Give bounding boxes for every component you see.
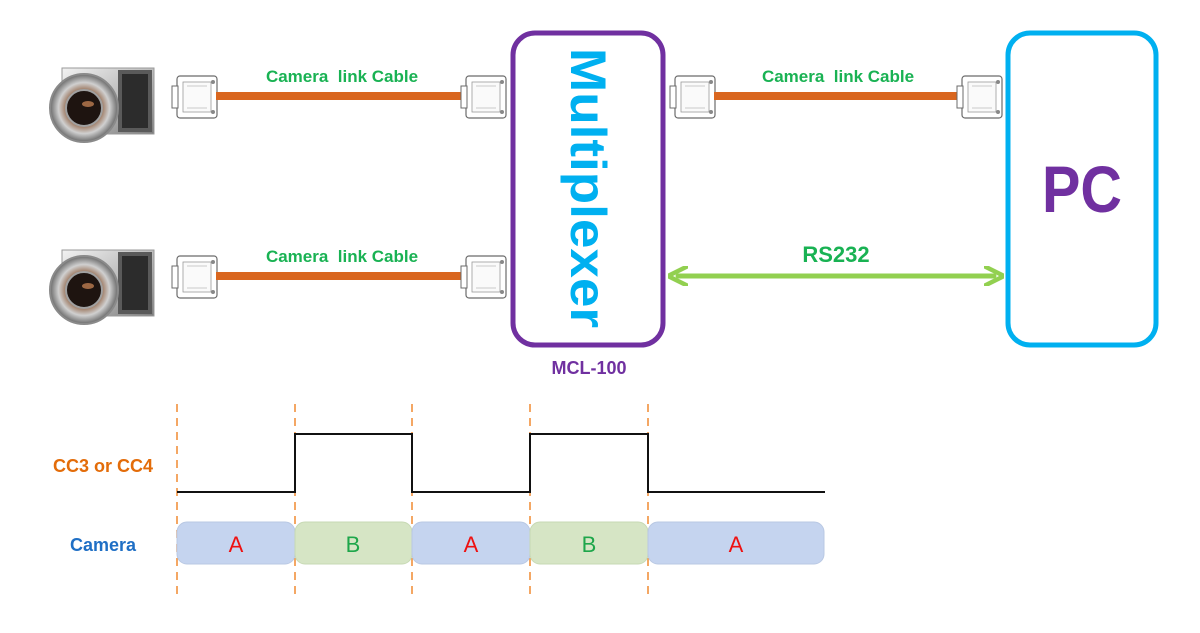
- segment-a-2-label: A: [464, 532, 479, 557]
- segment-a-3-label: A: [729, 532, 744, 557]
- cable-label-bottom-left: Camera link Cable: [266, 247, 418, 266]
- cable-label-top-right: Camera link Cable: [762, 67, 914, 86]
- pc-label: PC: [1042, 152, 1122, 226]
- multiplexer-model: MCL-100: [551, 358, 626, 378]
- multiplexer-box: [510, 30, 666, 348]
- multiplexer-label: Multiplexer: [560, 48, 616, 328]
- pc-box: [1005, 30, 1159, 348]
- rs232-label: RS232: [802, 242, 869, 267]
- camera-bottom: [49, 249, 155, 325]
- cable-top-right: [669, 75, 1003, 119]
- cable-bottom-left: [171, 255, 507, 299]
- segment-b-1-label: B: [346, 532, 361, 557]
- segment-a-1-label: A: [229, 532, 244, 557]
- cable-top-left: [171, 75, 507, 119]
- camera-row-label: Camera: [70, 535, 137, 555]
- signal-waveform: [177, 433, 825, 493]
- cable-label-top-left: Camera link Cable: [266, 67, 418, 86]
- segment-b-2-label: B: [582, 532, 597, 557]
- signal-label: CC3 or CC4: [53, 456, 153, 476]
- camera-top: [49, 67, 155, 143]
- segment-a-3: [647, 521, 825, 565]
- camera-segments: A B A B A: [176, 521, 825, 565]
